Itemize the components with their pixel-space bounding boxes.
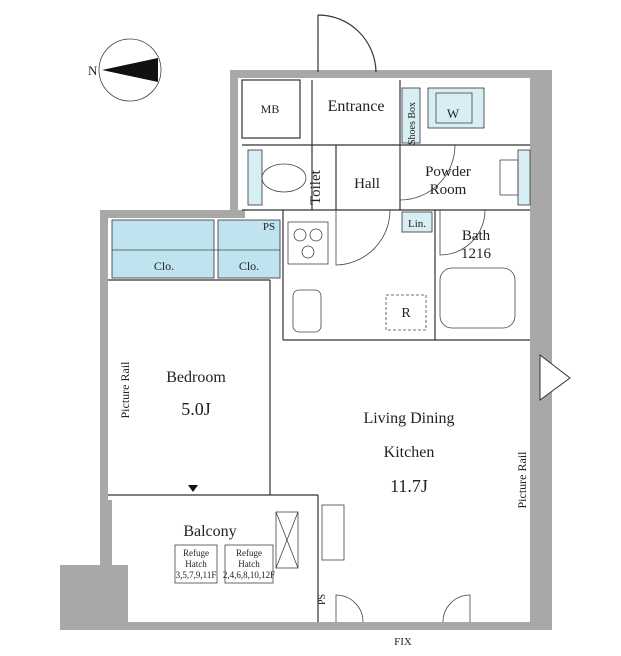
closet-right-label: Clo. bbox=[239, 259, 259, 273]
hatch1-label-1: Refuge bbox=[183, 548, 209, 558]
ps-top-label: PS bbox=[263, 221, 275, 233]
fridge-label: R bbox=[401, 306, 411, 321]
ldk-cabinet bbox=[321, 504, 345, 561]
bedroom-size-label: 5.0J bbox=[181, 399, 211, 419]
bedroom-label: Bedroom bbox=[166, 369, 226, 386]
shoes-box bbox=[401, 87, 421, 144]
fix-window-door-right bbox=[442, 594, 471, 623]
kitchen-sink bbox=[292, 289, 322, 333]
fix-label: FIX bbox=[394, 636, 412, 648]
ldk-label-2: Kitchen bbox=[384, 444, 435, 461]
fixtures bbox=[174, 87, 531, 584]
powder-room-door bbox=[399, 144, 456, 201]
washer-area bbox=[427, 87, 485, 129]
hall-label: Hall bbox=[354, 176, 380, 192]
toilet-tank bbox=[247, 149, 263, 206]
picture-rail-right-label: Picture Rail bbox=[515, 451, 529, 509]
washbasin bbox=[499, 159, 519, 196]
powder-room-label-2: Room bbox=[430, 182, 467, 198]
hall-door bbox=[335, 209, 391, 266]
hatch1-floors: 3,5,7,9,11F bbox=[176, 570, 217, 580]
balcony-unit bbox=[275, 511, 299, 569]
bath-label: Bath bbox=[462, 228, 491, 244]
picture-rail-left-label: Picture Rail bbox=[118, 361, 132, 419]
ldk-label-1: Living Dining bbox=[363, 410, 454, 427]
closet-left-label: Clo. bbox=[154, 259, 174, 273]
compass-north-label: N bbox=[88, 63, 98, 78]
powder-room-label-1: Powder bbox=[425, 164, 471, 180]
mb-box bbox=[241, 79, 301, 139]
bath-door bbox=[439, 209, 486, 256]
bathtub bbox=[439, 267, 516, 329]
linen-label: Lin. bbox=[408, 218, 426, 230]
hatch2-label-2: Hatch bbox=[238, 559, 260, 569]
hatch1-label-2: Hatch bbox=[185, 559, 207, 569]
compass-arrow-icon bbox=[102, 58, 158, 82]
balcony-corner-column bbox=[60, 565, 128, 630]
door-marker-icon bbox=[188, 485, 198, 492]
ps-bottom-label: PS bbox=[317, 594, 328, 605]
fridge-space bbox=[385, 294, 427, 331]
closets bbox=[111, 219, 281, 279]
refuge-hatch-1 bbox=[174, 544, 218, 584]
ldk-size-label: 11.7J bbox=[390, 476, 428, 496]
side-window bbox=[539, 353, 571, 401]
mb-label: MB bbox=[261, 102, 280, 116]
compass-ring bbox=[98, 38, 162, 102]
stove bbox=[287, 221, 329, 265]
fix-window-door-left bbox=[335, 594, 364, 623]
interior-walls bbox=[108, 79, 530, 622]
washbasin-counter bbox=[517, 149, 531, 206]
interior-doors bbox=[335, 144, 571, 623]
closet-right bbox=[217, 219, 281, 279]
refuge-hatch-2 bbox=[224, 544, 274, 584]
balcony-label: Balcony bbox=[183, 523, 236, 540]
hatch2-floors: 2,4,6,8,10,12F bbox=[223, 570, 275, 580]
toilet-bowl bbox=[261, 163, 307, 193]
entrance-door bbox=[317, 14, 377, 73]
compass: N bbox=[88, 38, 162, 102]
entrance-label: Entrance bbox=[328, 98, 385, 115]
closet-left bbox=[111, 219, 215, 279]
bath-size-label: 1216 bbox=[461, 246, 492, 262]
shoes-box-label: Shoes Box bbox=[407, 102, 418, 145]
washer-label: W bbox=[447, 106, 460, 121]
room-labels: MB Entrance Shoes Box W Toilet Hall Powd… bbox=[118, 98, 529, 648]
toilet-label: Toilet bbox=[308, 169, 324, 205]
linen-closet bbox=[401, 211, 433, 233]
exterior-walls bbox=[60, 70, 552, 630]
hatch2-label-1: Refuge bbox=[236, 548, 262, 558]
